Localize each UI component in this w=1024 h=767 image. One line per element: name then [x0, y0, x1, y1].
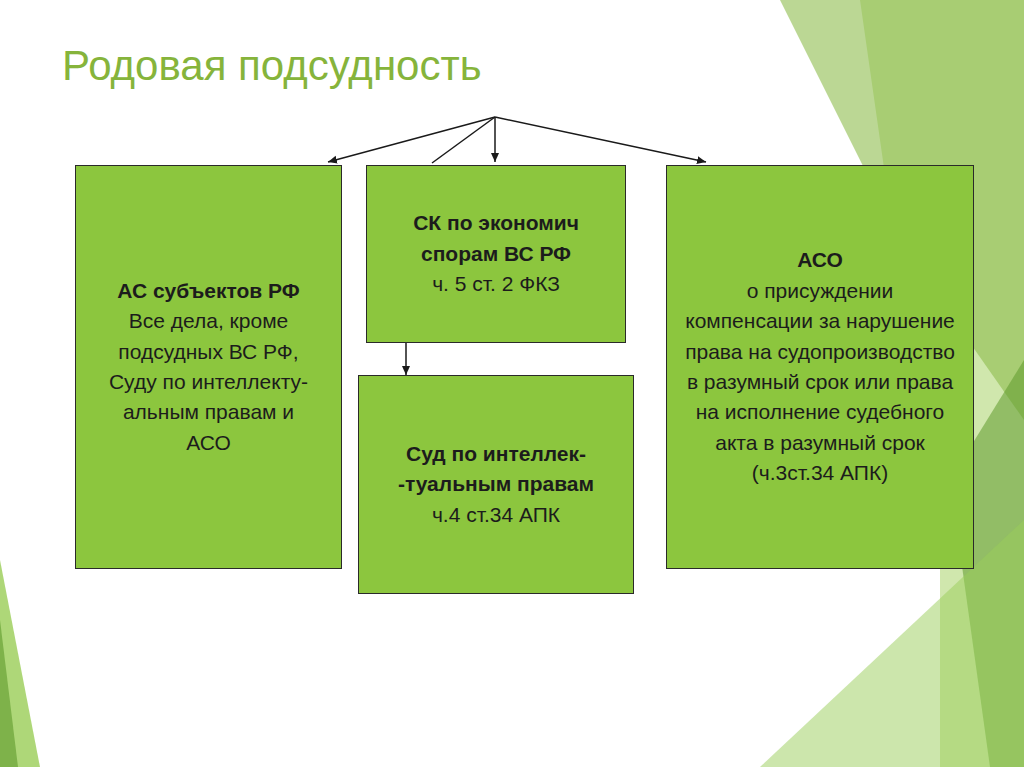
- branch-arrow: [328, 117, 495, 162]
- branch-line: [432, 117, 495, 163]
- connector-arrow: [405, 343, 407, 375]
- decor-band: [0, 560, 40, 767]
- branch-lines: [328, 117, 706, 163]
- box-body: ч.4 ст.34 АПК: [432, 500, 560, 530]
- box-heading: АС субъектов РФ: [117, 276, 299, 306]
- decor-band: [0, 620, 18, 767]
- box-body: Все дела, кроме подсудных ВС РФ, Суду по…: [98, 306, 319, 458]
- slide-title: Родовая подсудность: [62, 42, 482, 90]
- category-box: Суд по интеллек- -туальным правамч.4 ст.…: [358, 375, 634, 594]
- box-heading: АСО: [797, 245, 843, 275]
- box-heading: Суд по интеллек- -туальным правам: [373, 439, 619, 500]
- box-body: ч. 5 ст. 2 ФКЗ: [432, 269, 560, 299]
- box-heading: СК по экономич спорам ВС РФ: [381, 208, 611, 269]
- box-body: о присуждении компенсации за нарушение п…: [683, 276, 957, 489]
- category-box: СК по экономич спорам ВС РФч. 5 ст. 2 ФК…: [366, 165, 626, 343]
- category-box: АС субъектов РФВсе дела, кроме подсудных…: [75, 165, 342, 569]
- category-box: АСОо присуждении компенсации за нарушени…: [666, 165, 974, 569]
- branch-arrow: [495, 117, 706, 162]
- branch-arrow: [494, 117, 496, 162]
